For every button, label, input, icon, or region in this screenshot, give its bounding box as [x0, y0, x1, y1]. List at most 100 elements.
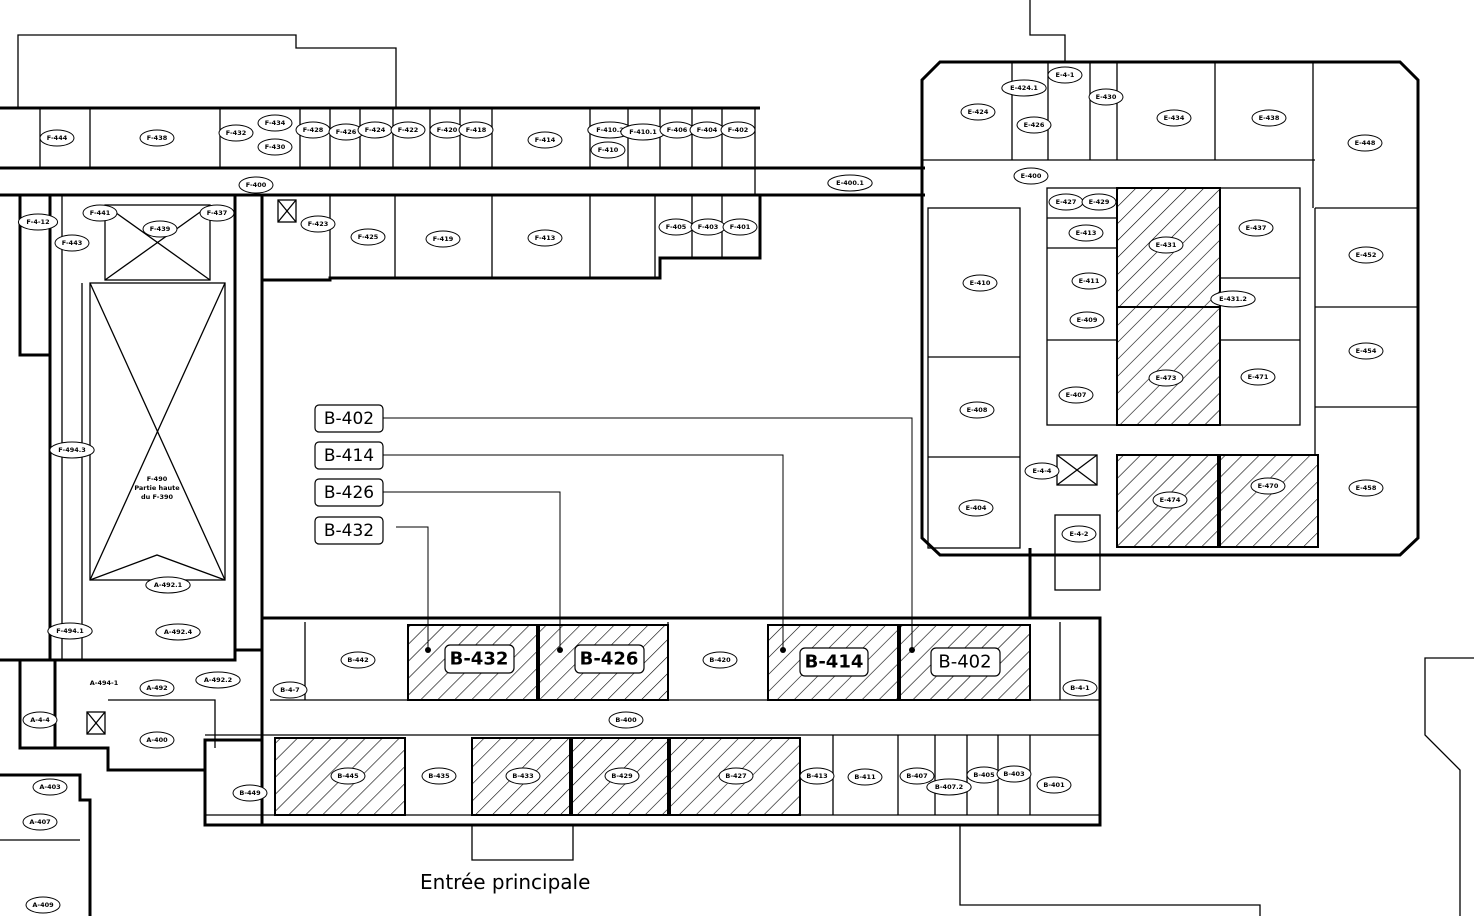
room-label-b-429[interactable]: B-429 — [604, 767, 640, 785]
room-label-f-400[interactable]: F-400 — [238, 176, 274, 194]
room-label-f-401[interactable]: F-401 — [722, 218, 758, 236]
room-label-f-494-3[interactable]: F-494.3 — [49, 441, 95, 459]
room-label-e-404[interactable]: E-404 — [958, 499, 994, 517]
room-highlight-b-414[interactable]: B-414 — [799, 647, 869, 677]
room-label-e-429[interactable]: E-429 — [1081, 193, 1117, 211]
room-label-a-4-4[interactable]: A-4-4 — [22, 711, 58, 729]
room-label-f-410[interactable]: F-410 — [590, 141, 626, 159]
room-label-f-422[interactable]: F-422 — [390, 121, 426, 139]
room-label-e-400-1[interactable]: E-400.1 — [827, 174, 873, 192]
room-label-e-424-1[interactable]: E-424.1 — [1001, 79, 1047, 97]
room-label-f-443[interactable]: F-443 — [54, 234, 90, 252]
room-highlight-b-402[interactable]: B-402 — [930, 647, 1001, 677]
room-label-e-438[interactable]: E-438 — [1251, 109, 1287, 127]
room-label-e-474[interactable]: E-474 — [1152, 491, 1188, 509]
room-label-e-4-1[interactable]: E-4-1 — [1047, 66, 1083, 84]
room-label-ellipse — [139, 731, 175, 749]
room-label-text: E-471 — [1248, 373, 1269, 381]
room-label-f-414[interactable]: F-414 — [527, 131, 563, 149]
room-label-e-454[interactable]: E-454 — [1348, 342, 1384, 360]
room-label-b-411[interactable]: B-411 — [847, 768, 883, 786]
room-label-b-420[interactable]: B-420 — [702, 651, 738, 669]
room-label-e-413[interactable]: E-413 — [1068, 224, 1104, 242]
room-label-e-426[interactable]: E-426 — [1016, 116, 1052, 134]
callout-b-426[interactable]: B-426 — [314, 478, 384, 507]
room-label-f-426[interactable]: F-426 — [328, 123, 364, 141]
room-label-a-492-1[interactable]: A-492.1 — [145, 576, 191, 594]
room-label-b-427[interactable]: B-427 — [718, 767, 754, 785]
room-label-e-400[interactable]: E-400 — [1013, 167, 1049, 185]
room-label-e-407[interactable]: E-407 — [1058, 386, 1094, 404]
room-label-a-403[interactable]: A-403 — [32, 778, 68, 796]
room-label-f-423[interactable]: F-423 — [300, 215, 336, 233]
room-label-f-434[interactable]: F-434 — [257, 114, 293, 132]
room-label-f-424[interactable]: F-424 — [357, 121, 393, 139]
room-label-f-441[interactable]: F-441 — [82, 204, 118, 222]
room-highlight-b-432[interactable]: B-432 — [444, 644, 515, 674]
room-label-f-418[interactable]: F-418 — [458, 121, 494, 139]
room-label-e-427[interactable]: E-427 — [1048, 193, 1084, 211]
room-label-f-430[interactable]: F-430 — [257, 138, 293, 156]
room-label-b-4-7[interactable]: B-4-7 — [272, 681, 308, 699]
room-label-f-428[interactable]: F-428 — [295, 121, 331, 139]
room-label-a-492-4[interactable]: A-492.4 — [155, 623, 201, 641]
room-label-e-431[interactable]: E-431 — [1148, 236, 1184, 254]
room-label-e-409[interactable]: E-409 — [1069, 311, 1105, 329]
room-label-f-432[interactable]: F-432 — [218, 124, 254, 142]
room-label-a-492[interactable]: A-492 — [139, 679, 175, 697]
room-label-b-407-2[interactable]: B-407.2 — [926, 778, 972, 796]
room-label-b-442[interactable]: B-442 — [340, 651, 376, 669]
room-label-ellipse — [22, 711, 58, 729]
room-label-e-458[interactable]: E-458 — [1348, 479, 1384, 497]
room-label-a-492-2[interactable]: A-492.2 — [195, 671, 241, 689]
callout-b-414[interactable]: B-414 — [314, 441, 384, 470]
room-label-e-430[interactable]: E-430 — [1088, 88, 1124, 106]
room-label-e-470[interactable]: E-470 — [1250, 477, 1286, 495]
room-label-f-425[interactable]: F-425 — [350, 228, 386, 246]
room-label-b-405[interactable]: B-405 — [966, 766, 1002, 784]
room-label-f-438[interactable]: F-438 — [139, 129, 175, 147]
room-label-b-433[interactable]: B-433 — [505, 767, 541, 785]
room-label-f-439[interactable]: F-439 — [142, 220, 178, 238]
room-label-b-407[interactable]: B-407 — [899, 767, 935, 785]
room-label-e-473[interactable]: E-473 — [1148, 369, 1184, 387]
room-label-e-4-2[interactable]: E-4-2 — [1061, 525, 1097, 543]
callout-b-402[interactable]: B-402 — [314, 404, 384, 433]
room-label-f-494-1[interactable]: F-494.1 — [47, 622, 93, 640]
room-label-f-404[interactable]: F-404 — [689, 121, 725, 139]
room-label-e-424[interactable]: E-424 — [960, 103, 996, 121]
room-label-f-405[interactable]: F-405 — [658, 218, 694, 236]
room-label-e-408[interactable]: E-408 — [959, 401, 995, 419]
room-label-f-403[interactable]: F-403 — [690, 218, 726, 236]
room-label-b-401[interactable]: B-401 — [1036, 776, 1072, 794]
room-label-b-413[interactable]: B-413 — [799, 767, 835, 785]
callout-b-432[interactable]: B-432 — [314, 516, 384, 545]
room-label-f-402[interactable]: F-402 — [720, 121, 756, 139]
room-highlight-b-426[interactable]: B-426 — [574, 644, 645, 674]
room-label-b-449[interactable]: B-449 — [232, 784, 268, 802]
room-label-f-413[interactable]: F-413 — [527, 229, 563, 247]
room-label-f-437[interactable]: F-437 — [199, 204, 235, 222]
room-label-e-448[interactable]: E-448 — [1347, 134, 1383, 152]
room-label-b-445[interactable]: B-445 — [330, 767, 366, 785]
room-label-e-434[interactable]: E-434 — [1156, 109, 1192, 127]
room-label-f-410-1[interactable]: F-410.1 — [620, 123, 666, 141]
room-label-e-411[interactable]: E-411 — [1071, 272, 1107, 290]
room-label-b-403[interactable]: B-403 — [996, 765, 1032, 783]
room-label-e-431-2[interactable]: E-431.2 — [1210, 290, 1256, 308]
room-label-a-400[interactable]: A-400 — [139, 731, 175, 749]
room-label-e-4-4[interactable]: E-4-4 — [1024, 462, 1060, 480]
room-label-f-4-12[interactable]: F-4-12 — [17, 213, 59, 231]
room-label-b-4-1[interactable]: B-4-1 — [1062, 679, 1098, 697]
room-label-f-444[interactable]: F-444 — [39, 129, 75, 147]
room-label-f-419[interactable]: F-419 — [425, 230, 461, 248]
room-label-e-452[interactable]: E-452 — [1348, 246, 1384, 264]
room-label-b-400[interactable]: B-400 — [608, 711, 644, 729]
room-label-f-406[interactable]: F-406 — [659, 121, 695, 139]
room-label-a-409[interactable]: A-409 — [25, 896, 61, 914]
room-label-e-410[interactable]: E-410 — [962, 274, 998, 292]
room-label-a-407[interactable]: A-407 — [22, 813, 58, 831]
room-label-e-471[interactable]: E-471 — [1240, 368, 1276, 386]
room-label-b-435[interactable]: B-435 — [421, 767, 457, 785]
room-label-e-437[interactable]: E-437 — [1238, 219, 1274, 237]
